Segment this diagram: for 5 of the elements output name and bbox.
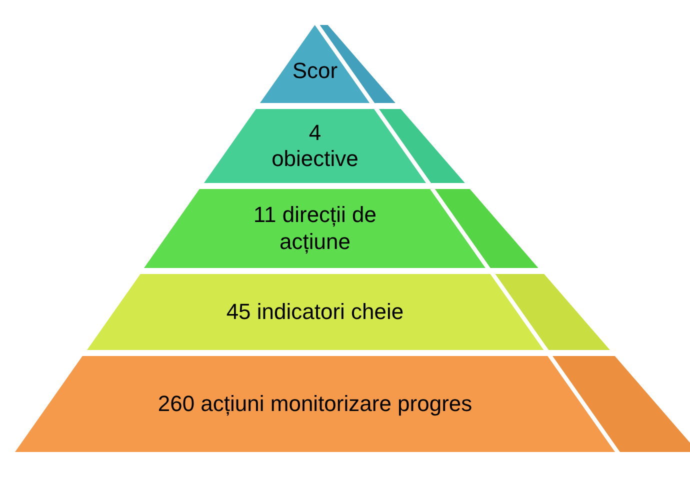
layer-label: 260 acțiuni monitorizare progres	[158, 390, 472, 418]
layer-label: 4 obiective	[270, 120, 360, 172]
layer-label: 45 indicatori cheie	[226, 298, 404, 326]
layer-label: 11 direcții de acțiune	[252, 202, 378, 255]
layer-label: Scor	[292, 56, 338, 84]
